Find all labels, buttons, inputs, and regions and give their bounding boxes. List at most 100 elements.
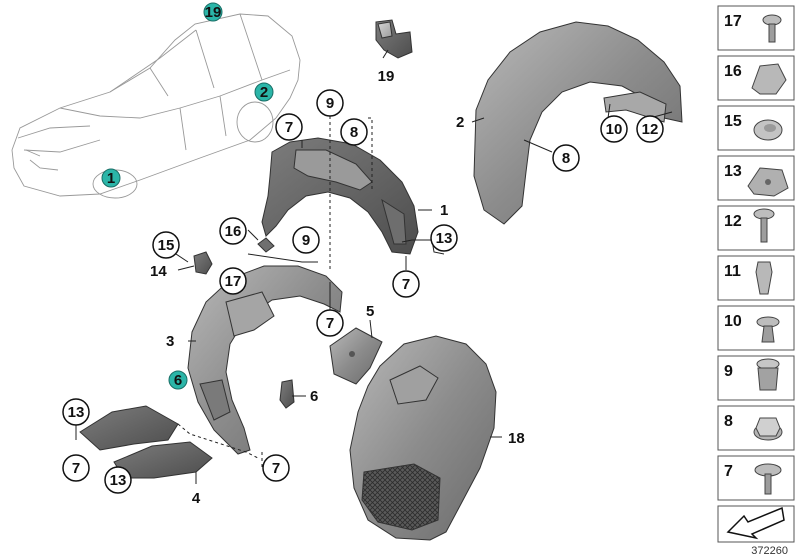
part-1-wheel-arch-liner-rear xyxy=(261,137,419,255)
direction-arrow-icon xyxy=(726,506,785,540)
flange-screw-icon xyxy=(754,463,782,495)
callout-9-middle[interactable]: 9 xyxy=(292,226,320,254)
svg-text:15: 15 xyxy=(724,113,742,130)
legend-item-9[interactable]: 9 xyxy=(717,355,795,401)
svg-text:7: 7 xyxy=(724,463,733,480)
grommet-icon xyxy=(753,119,783,141)
nut-clip-icon xyxy=(756,358,780,391)
part-18-wheel-arch-liner-large xyxy=(349,335,497,541)
svg-text:17: 17 xyxy=(724,13,742,30)
svg-text:2: 2 xyxy=(456,114,464,131)
callout-7-bottom[interactable]: 7 xyxy=(262,454,290,482)
svg-text:6: 6 xyxy=(310,388,318,405)
callout-8-right[interactable]: 8 xyxy=(552,144,580,172)
bolt-icon xyxy=(753,208,775,243)
callout-16[interactable]: 16 xyxy=(219,217,247,245)
svg-text:18: 18 xyxy=(508,430,525,447)
svg-text:7: 7 xyxy=(285,119,293,136)
svg-text:1: 1 xyxy=(107,170,115,187)
svg-text:4: 4 xyxy=(192,490,201,507)
orientation-arrow-box xyxy=(717,505,795,543)
callout-13-upper[interactable]: 13 xyxy=(430,224,458,252)
svg-text:9: 9 xyxy=(326,95,334,112)
svg-text:11: 11 xyxy=(724,263,741,280)
expansion-rivet-icon xyxy=(755,261,773,295)
svg-text:19: 19 xyxy=(205,4,222,21)
spring-nut-icon xyxy=(747,167,789,197)
svg-text:9: 9 xyxy=(724,363,733,380)
svg-text:8: 8 xyxy=(562,150,570,167)
svg-text:5: 5 xyxy=(366,303,374,320)
car-marker-front-left[interactable]: 1 xyxy=(101,168,121,188)
callout-6[interactable]: 6 xyxy=(310,388,318,405)
legend-item-17[interactable]: 17 xyxy=(717,5,795,51)
svg-text:1: 1 xyxy=(440,202,448,219)
legend-item-8[interactable]: 8 xyxy=(717,405,795,451)
callout-3[interactable]: 3 xyxy=(166,333,174,350)
callout-5[interactable]: 5 xyxy=(366,303,374,320)
callout-10[interactable]: 10 xyxy=(600,115,628,143)
callout-15[interactable]: 15 xyxy=(152,231,180,259)
hex-nut-icon xyxy=(753,417,783,441)
callout-17[interactable]: 17 xyxy=(219,267,247,295)
car-outline-drawing xyxy=(11,13,301,199)
legend-item-7[interactable]: 7 xyxy=(717,455,795,501)
legend-item-12[interactable]: 12 xyxy=(717,205,795,251)
legend-item-13[interactable]: 13 xyxy=(717,155,795,201)
callout-19[interactable]: 19 xyxy=(378,68,395,85)
callout-8-upper[interactable]: 8 xyxy=(340,118,368,146)
svg-text:13: 13 xyxy=(68,404,85,421)
callout-1[interactable]: 1 xyxy=(440,202,448,219)
car-marker-rear-left[interactable]: 2 xyxy=(254,82,274,102)
callout-12[interactable]: 12 xyxy=(636,115,664,143)
clip-icon xyxy=(751,63,787,95)
callout-4[interactable]: 4 xyxy=(192,490,201,507)
car-marker-roof[interactable]: 19 xyxy=(203,2,223,22)
callout-7-upper[interactable]: 7 xyxy=(275,113,303,141)
svg-text:7: 7 xyxy=(402,276,410,293)
svg-text:7: 7 xyxy=(72,460,80,477)
callout-13-lower[interactable]: 13 xyxy=(104,466,132,494)
part-15-14-grommet xyxy=(193,251,213,275)
part-19-bracket xyxy=(375,19,413,59)
callout-13-left[interactable]: 13 xyxy=(62,398,90,426)
legend-item-15[interactable]: 15 xyxy=(717,105,795,151)
svg-text:17: 17 xyxy=(225,273,242,290)
svg-text:12: 12 xyxy=(724,213,742,230)
svg-text:7: 7 xyxy=(326,315,334,332)
screw-icon xyxy=(762,14,782,43)
svg-text:2: 2 xyxy=(260,84,268,101)
legend-item-10[interactable]: 10 xyxy=(717,305,795,351)
svg-text:7: 7 xyxy=(272,460,280,477)
leader-lines xyxy=(75,49,673,484)
svg-text:8: 8 xyxy=(724,413,733,430)
legend-item-16[interactable]: 16 xyxy=(717,55,795,101)
part-16-clip-strip xyxy=(257,237,275,253)
svg-text:10: 10 xyxy=(724,313,742,330)
callout-9-upper[interactable]: 9 xyxy=(316,89,344,117)
svg-text:13: 13 xyxy=(436,230,453,247)
part-2-wheel-housing-rear xyxy=(473,21,683,225)
svg-text:6: 6 xyxy=(174,372,182,389)
callout-7-left[interactable]: 7 xyxy=(62,454,90,482)
callout-7-right[interactable]: 7 xyxy=(392,270,420,298)
svg-text:13: 13 xyxy=(724,163,742,180)
callout-7-middle[interactable]: 7 xyxy=(316,309,344,337)
svg-text:10: 10 xyxy=(606,121,623,138)
svg-text:16: 16 xyxy=(724,63,742,80)
callout-18[interactable]: 18 xyxy=(508,430,525,447)
callout-2[interactable]: 2 xyxy=(456,114,464,131)
svg-text:3: 3 xyxy=(166,333,174,350)
legend-item-11[interactable]: 11 xyxy=(717,255,795,301)
svg-text:14: 14 xyxy=(150,263,167,280)
callout-6-marker[interactable]: 6 xyxy=(168,370,188,390)
svg-text:19: 19 xyxy=(378,68,395,85)
svg-text:13: 13 xyxy=(110,472,127,489)
svg-text:16: 16 xyxy=(225,223,242,240)
callout-14[interactable]: 14 xyxy=(150,263,167,280)
part-5-cover xyxy=(329,327,383,385)
svg-text:8: 8 xyxy=(350,124,358,141)
svg-text:9: 9 xyxy=(302,232,310,249)
svg-text:12: 12 xyxy=(642,121,659,138)
